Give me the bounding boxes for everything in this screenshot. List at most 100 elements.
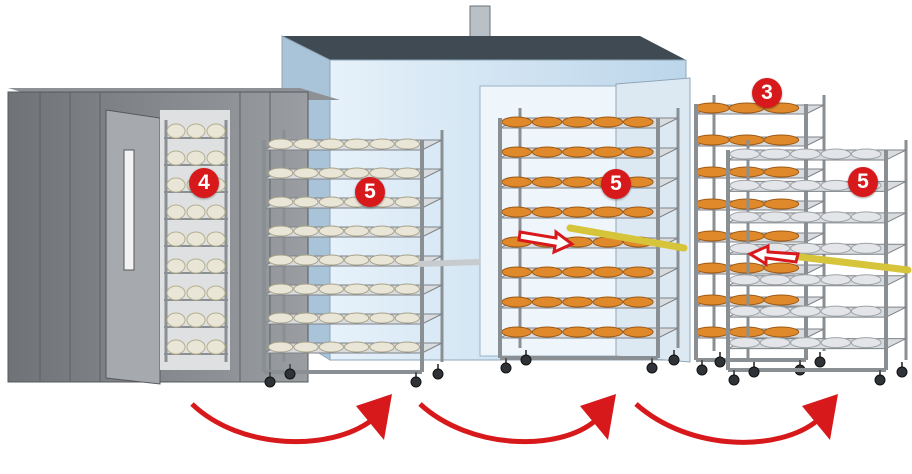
- dough-item: [206, 285, 226, 301]
- bread-item: [850, 242, 882, 254]
- bread-item: [501, 206, 532, 218]
- bread-item: [694, 102, 730, 114]
- rack-baked-front: [726, 140, 908, 386]
- bread-item: [562, 296, 593, 308]
- bread-item: [820, 148, 852, 160]
- bread-item: [820, 242, 852, 254]
- bread-item: [790, 274, 821, 286]
- bread-item: [592, 146, 624, 158]
- bread-item: [694, 134, 730, 146]
- bread-item: [622, 296, 654, 308]
- bread-item: [293, 341, 319, 353]
- bread-item: [369, 312, 395, 324]
- bread-item: [790, 305, 821, 317]
- bread-item: [820, 211, 852, 223]
- bread-item: [318, 138, 345, 150]
- rack-wheel: [874, 374, 886, 386]
- bread-item: [622, 146, 654, 158]
- push-arrow-icon: [517, 229, 800, 267]
- bread-item: [318, 341, 345, 353]
- bread-item: [501, 296, 532, 308]
- bread-item: [592, 116, 624, 128]
- bread-item: [293, 138, 319, 150]
- proofer-rack: [164, 120, 228, 362]
- bread-item: [268, 196, 294, 208]
- rack-wheel: [500, 362, 512, 374]
- bread-item: [759, 179, 791, 191]
- dough-item: [206, 150, 226, 166]
- dough-item: [186, 150, 206, 166]
- rack-raw-dough: [262, 130, 444, 388]
- dough-item: [206, 312, 226, 328]
- bread-item: [694, 166, 730, 178]
- bread-item: [501, 326, 532, 338]
- dough-item: [186, 312, 206, 328]
- bread-item: [763, 134, 800, 146]
- bread-item: [268, 312, 294, 324]
- bread-item: [394, 225, 421, 237]
- rack-wheel: [668, 354, 680, 366]
- dough-item: [186, 285, 206, 301]
- bread-item: [592, 206, 624, 218]
- bread-item: [729, 337, 760, 349]
- bread-item: [293, 312, 319, 324]
- bread-item: [790, 179, 821, 191]
- oven-door-opening: [479, 85, 641, 357]
- bread-item: [562, 146, 593, 158]
- badge-proofer: 4: [189, 168, 219, 198]
- bread-item: [790, 337, 821, 349]
- bread-item: [394, 341, 421, 353]
- rack-wheel: [284, 368, 296, 380]
- bread-item: [729, 179, 760, 191]
- dough-item: [166, 258, 186, 274]
- rack-wheel: [896, 366, 908, 378]
- bread-item: [820, 274, 852, 286]
- bread-item: [501, 266, 532, 278]
- bread-item: [759, 148, 791, 160]
- bread-item: [850, 211, 882, 223]
- bread-item: [394, 167, 421, 179]
- bread-item: [850, 148, 882, 160]
- bread-item: [820, 179, 852, 191]
- oven-roof: [282, 36, 686, 60]
- dough-item: [206, 339, 226, 355]
- bread-item: [694, 230, 730, 242]
- bread-item: [763, 166, 800, 178]
- bread-item: [592, 266, 624, 278]
- bread-item: [394, 138, 421, 150]
- bread-item: [268, 341, 294, 353]
- bread-item: [763, 230, 800, 242]
- bread-item: [293, 254, 319, 266]
- curved-arrow-icon: [634, 394, 838, 445]
- bread-item: [694, 198, 730, 210]
- bread-item: [318, 196, 345, 208]
- bread-item: [759, 337, 791, 349]
- bread-item: [763, 294, 800, 306]
- bread-item: [820, 337, 852, 349]
- bread-item: [531, 176, 563, 188]
- bread-item: [344, 138, 370, 150]
- bread-item: [790, 211, 821, 223]
- rack-wheel: [432, 368, 444, 380]
- bread-item: [501, 176, 532, 188]
- bread-item: [850, 274, 882, 286]
- bread-item: [369, 254, 395, 266]
- bread-item: [622, 266, 654, 278]
- dough-item: [186, 231, 206, 247]
- bread-item: [694, 294, 730, 306]
- bread-item: [562, 206, 593, 218]
- flow-arrows: [190, 394, 838, 445]
- dough-item: [186, 123, 206, 139]
- handle-right: [788, 252, 912, 274]
- curved-arrow-icon: [190, 394, 392, 445]
- bread-item: [268, 283, 294, 295]
- bread-item: [562, 326, 593, 338]
- bread-item: [318, 312, 345, 324]
- bread-item: [763, 326, 800, 338]
- bread-item: [318, 225, 345, 237]
- bread-item: [759, 274, 791, 286]
- dough-item: [166, 177, 186, 193]
- bread-item: [344, 283, 370, 295]
- dough-item: [206, 123, 226, 139]
